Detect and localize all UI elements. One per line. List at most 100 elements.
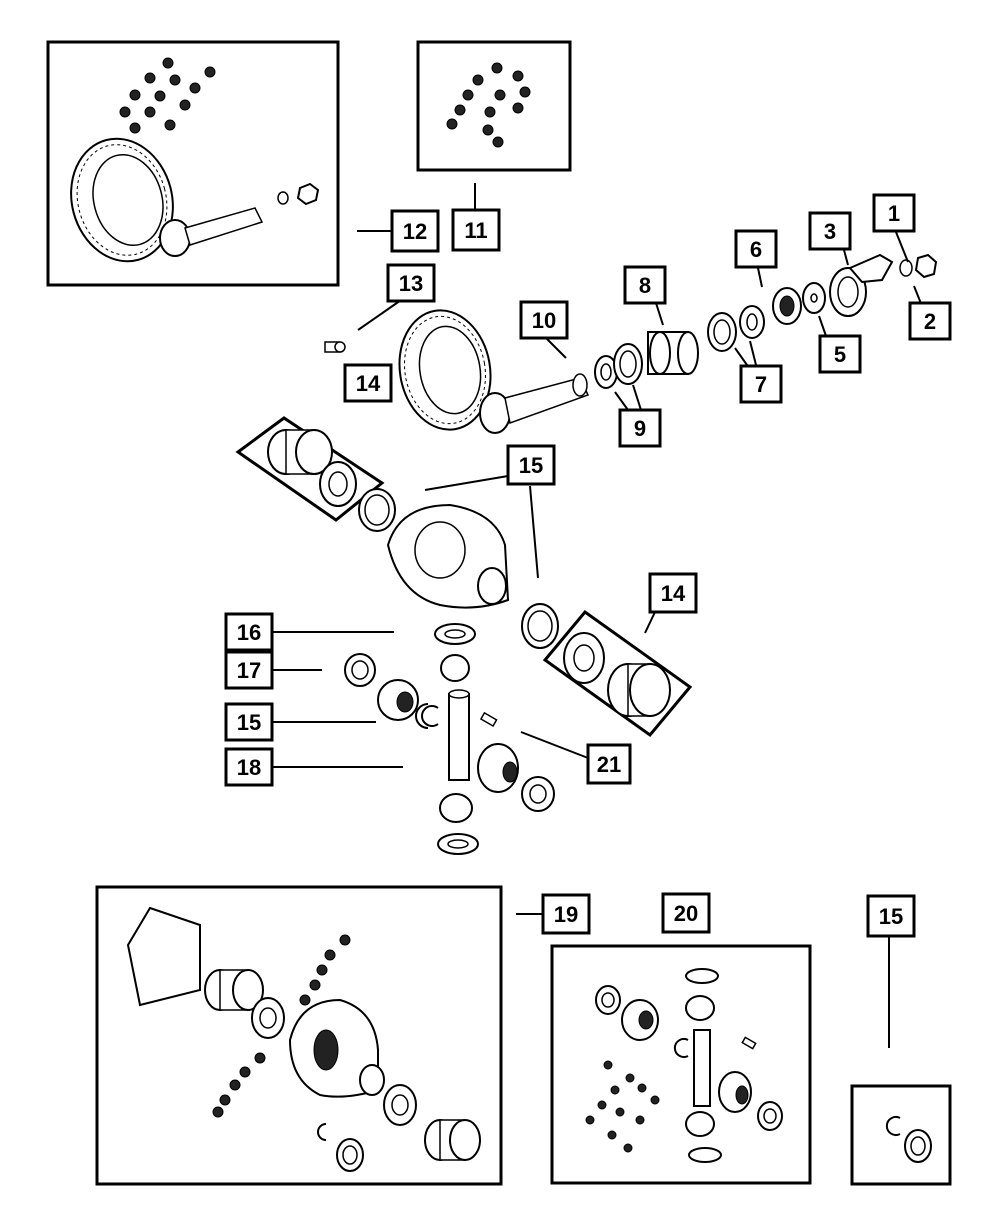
nut-icon <box>914 253 938 279</box>
callout-label: 11 <box>464 218 487 243</box>
callout-label: 15 <box>879 904 903 929</box>
lock-pin-icon <box>479 711 498 727</box>
callout-17: 17 <box>224 650 274 690</box>
callout-15: 15 <box>866 894 916 938</box>
bolt-set-icon <box>446 62 531 148</box>
bolt-icon <box>324 341 346 353</box>
callout-label: 3 <box>824 219 836 244</box>
callout-11: 11 <box>451 208 501 252</box>
callout-8: 8 <box>623 265 667 305</box>
callout-label: 12 <box>403 219 427 244</box>
side-gear-icon <box>477 743 519 793</box>
kit-frame-bolts <box>416 40 572 172</box>
bearing-icon <box>563 632 605 684</box>
kit-frame-clips <box>850 1084 952 1186</box>
bearing-kit-upper <box>235 416 385 522</box>
callout-18: 18 <box>224 747 274 787</box>
callout-label: 10 <box>532 308 556 333</box>
shim-icon <box>521 603 559 649</box>
kit-frame-gear-set <box>550 944 812 1185</box>
ring-gear-icon <box>398 309 492 431</box>
callout-label: 18 <box>237 755 261 780</box>
callout-1: 1 <box>872 193 916 233</box>
callout-label: 14 <box>356 371 381 396</box>
callout-15: 15 <box>224 702 274 742</box>
callout-21: 21 <box>586 743 632 785</box>
pinion-gear-icon <box>159 182 320 257</box>
bearing-cup-icon <box>267 429 333 475</box>
side-gear-washer-icon <box>434 623 476 645</box>
cover-gasket-icon <box>126 906 201 1007</box>
callout-20: 20 <box>661 892 711 934</box>
bolt-set-icon <box>585 1060 660 1153</box>
washer-icon <box>802 282 826 314</box>
lock-pin-icon <box>741 1036 757 1050</box>
kit-frame-ring-and-pinion <box>46 40 340 287</box>
drive-assembly <box>324 253 938 434</box>
bearing-cup-icon <box>424 1119 481 1161</box>
callout-label: 16 <box>237 620 261 645</box>
bearing-icon <box>383 1084 417 1126</box>
differential-case-icon <box>386 503 510 609</box>
thrust-washer-icon <box>521 776 555 812</box>
bearing-cup-icon <box>613 343 643 385</box>
callout-label: 14 <box>661 581 686 606</box>
thrust-washer-icon <box>595 985 621 1015</box>
callout-label: 13 <box>399 271 423 296</box>
callout-12: 12 <box>390 209 440 253</box>
callout-19: 19 <box>541 893 591 935</box>
callout-label: 7 <box>755 372 767 397</box>
callout-label: 1 <box>888 201 900 226</box>
bolt-set-icon <box>212 934 351 1118</box>
bolt-set-icon <box>119 57 216 134</box>
bearing-kit-lower <box>542 609 693 738</box>
differential-case-icon <box>288 998 385 1098</box>
side-gear-icon <box>621 999 659 1041</box>
ring-gear-icon <box>70 137 174 263</box>
callout-label: 6 <box>750 237 762 262</box>
seal-icon <box>772 287 802 325</box>
callout-label: 19 <box>554 902 578 927</box>
callout-label: 15 <box>237 710 261 735</box>
callout-13: 13 <box>386 263 436 303</box>
thrust-washer-icon <box>344 653 376 687</box>
clip-icon <box>673 1038 689 1058</box>
shim-icon <box>336 1138 364 1172</box>
callout-10: 10 <box>519 300 569 340</box>
bearing-cup-icon <box>607 663 671 717</box>
callout-label: 17 <box>237 658 261 683</box>
callout-label: 21 <box>597 752 621 777</box>
callout-14: 14 <box>343 363 393 403</box>
side-gear-washer-icon <box>437 833 479 855</box>
callout-label: 15 <box>519 453 543 478</box>
callout-label: 20 <box>674 901 698 926</box>
pinion-yoke-icon <box>829 253 894 317</box>
clip-icon <box>415 703 439 729</box>
bearing-icon <box>319 461 357 507</box>
pinion-mate-gear-icon <box>685 995 715 1021</box>
bearing-cup-icon <box>204 969 264 1011</box>
bearing-cup-icon <box>707 312 737 352</box>
callout-5: 5 <box>818 334 862 374</box>
callout-14: 14 <box>648 572 698 614</box>
kit-frame-housing <box>95 885 503 1186</box>
pinion-mate-gear-icon <box>440 654 470 682</box>
pinion-gear-icon <box>479 373 590 434</box>
callout-label: 9 <box>634 416 646 441</box>
shim-icon <box>904 1129 932 1163</box>
callout-7: 7 <box>739 364 783 404</box>
clip-icon <box>317 1123 327 1141</box>
callout-label: 5 <box>834 342 846 367</box>
callout-15: 15 <box>506 444 556 486</box>
callout-label: 8 <box>639 273 651 298</box>
shim-icon <box>358 488 396 532</box>
thrust-washer-icon <box>757 1101 783 1131</box>
callout-2: 2 <box>908 301 952 341</box>
shaft-icon <box>693 1029 711 1107</box>
pinion-mate-gear-icon <box>685 1111 715 1137</box>
side-gear-washer-icon <box>688 1147 722 1163</box>
bearing-icon <box>251 997 285 1039</box>
clip-icon <box>885 1116 901 1136</box>
callout-label: 2 <box>924 309 936 334</box>
